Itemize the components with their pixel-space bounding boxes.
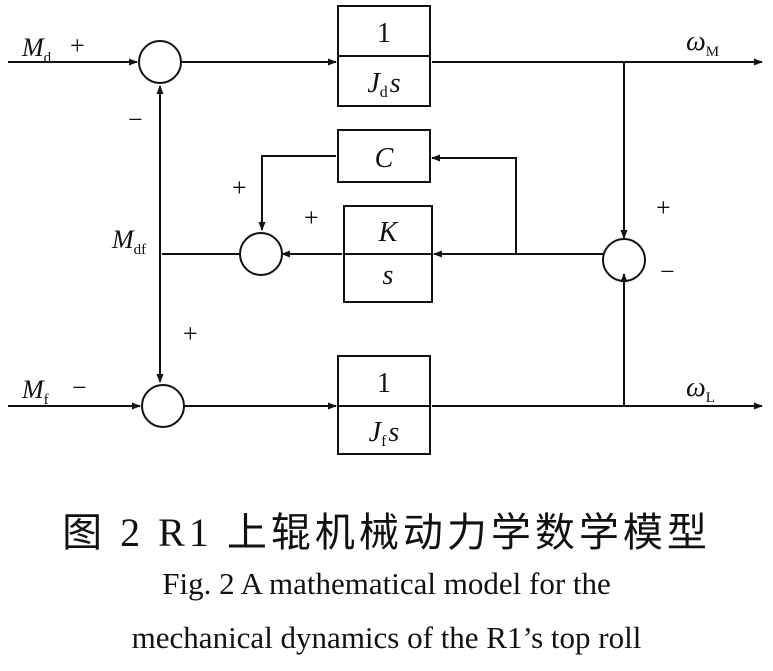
summing-junction-speed-error [602,238,646,282]
error-to-damping-line [431,154,517,254]
sign-load-sum-plus: + [183,319,198,348]
sign-motor-sum-minus: − [128,105,143,134]
load-inertia-denominator: Jfs [369,417,400,450]
summing-junction-load [141,384,185,428]
md-label: Md [21,33,52,66]
md-sign: + [70,31,85,60]
damping-to-sum-line [258,155,336,231]
sign-error-sum-minus: − [660,257,675,286]
stiffness-denominator: s [383,260,394,291]
damping-block [337,129,431,183]
motor-inertia-denominator: Jds [367,68,400,101]
load-inertia-numerator: 1 [377,368,391,399]
caption-english-line-1: Fig. 2 A mathematical model for the [162,566,611,601]
caption-chinese: 图 2 R1 上辊机械动力学数学模型 [62,510,711,555]
sign-torque-sum-plus-top: + [232,173,247,202]
block-diagram: 1 Jds 1 Jfs C K s Md + Mf − Mdf ωM ωL − … [8,5,763,455]
summing-junction-motor [138,40,182,84]
motor-inertia-numerator: 1 [377,18,391,49]
damping-label: C [375,143,394,174]
omega-m-label: ωM [686,26,719,60]
sign-error-sum-plus: + [656,193,671,222]
mdf-label: Mdf [111,225,146,258]
mf-label: Mf [21,375,49,408]
summing-junction-torque [239,232,283,276]
caption-english-line-2: mechanical dynamics of the R1’s top roll [131,620,642,655]
sign-torque-sum-plus-right: + [304,203,319,232]
omega-l-label: ωL [686,372,715,406]
mf-sign: − [72,373,87,402]
stiffness-numerator: K [378,217,399,248]
